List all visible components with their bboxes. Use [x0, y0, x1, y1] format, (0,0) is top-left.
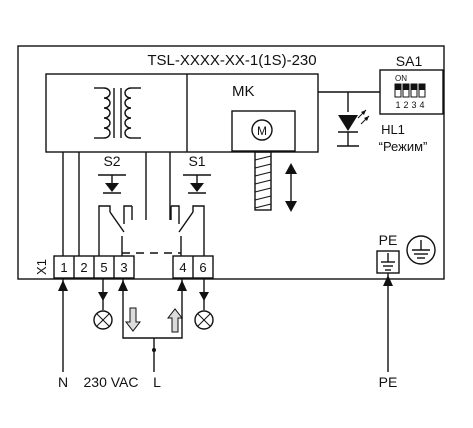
neutral-label: N: [58, 374, 68, 390]
dip-position-1: 1: [395, 100, 400, 110]
mode-label: “Режим”: [379, 139, 428, 154]
device-model-title: TSL-XXXX-XX-1(1S)-230: [147, 52, 316, 69]
terminal-5: 5: [100, 260, 107, 275]
led-label: HL1: [381, 122, 405, 137]
s2-switch-icon: [98, 174, 132, 256]
dip-position-4: 4: [419, 100, 424, 110]
dip-switch-label: SA1: [396, 53, 423, 69]
dip-position-3: 3: [411, 100, 416, 110]
terminal-3: 3: [120, 260, 127, 275]
motor-symbol: M: [257, 124, 267, 138]
terminal-2: 2: [80, 260, 87, 275]
pe-external-label: PE: [379, 374, 398, 390]
lead-screw-icon: [254, 151, 272, 211]
voltage-label: 230 VAC: [84, 374, 139, 390]
down-direction-arrow-icon: [124, 307, 142, 332]
device-enclosure: [17, 45, 445, 280]
dip-switch: [379, 69, 444, 115]
pe-terminal-label: PE: [379, 232, 398, 248]
mk-label: MK: [232, 83, 255, 100]
lamp-5-icon: [93, 278, 113, 330]
dip-levers: [394, 83, 426, 98]
pe-wire: [383, 273, 393, 372]
led-indicator-icon: [337, 109, 370, 147]
line-wire: [118, 278, 187, 372]
neutral-wire: [58, 278, 68, 372]
up-down-arrow-icon: [285, 163, 297, 212]
dip-position-2: 2: [403, 100, 408, 110]
lamp-6-icon: [194, 278, 214, 330]
power-module-box: [45, 73, 319, 153]
s1-switch-icon: [171, 174, 211, 256]
terminal-4: 4: [179, 260, 186, 275]
terminal-6: 6: [199, 260, 206, 275]
s1-label: S1: [188, 153, 205, 169]
dip-on-label: ON: [395, 74, 407, 83]
motor-box: [231, 110, 296, 152]
terminal-1: 1: [60, 260, 67, 275]
ground-small-icon: [381, 253, 395, 271]
terminal-block-left: [53, 255, 135, 279]
transformer-icon: [94, 87, 141, 139]
s2-label: S2: [103, 153, 120, 169]
protective-earth-icon: [406, 235, 436, 265]
terminal-block-label: X1: [34, 259, 49, 275]
up-direction-arrow-icon: [166, 308, 184, 333]
line-label: L: [153, 374, 161, 390]
motor-icon: [251, 119, 273, 141]
terminal-block-right: [172, 255, 214, 279]
